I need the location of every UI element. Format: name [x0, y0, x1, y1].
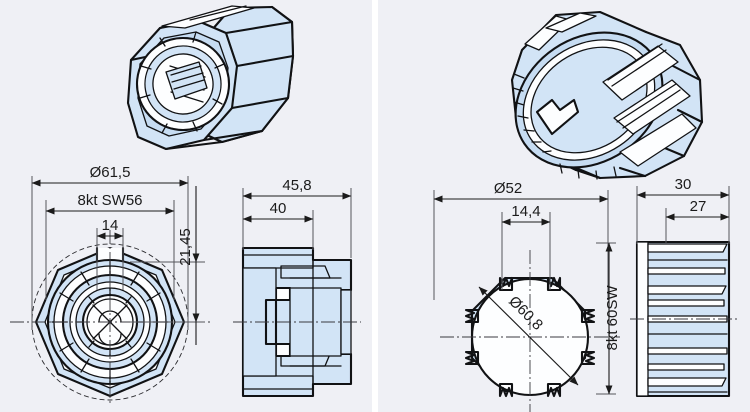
dim-outer-diameter-right: Ø52	[494, 180, 522, 197]
dim-body-length-right: 27	[690, 198, 707, 215]
dim-across-flats-left: 8kt SW56	[77, 192, 142, 209]
right-dimensions: Ø52 14,4 8kt 60SW	[433, 180, 621, 395]
dim-outer-diameter-left: Ø61,5	[90, 164, 131, 181]
section-view-octagonal-adapter: 45,8 40	[233, 177, 361, 398]
front-view-octagonal-ring: Ø60,8	[440, 250, 620, 412]
isometric-octagonal-ring	[510, 10, 704, 180]
dim-key-width-left: 14	[102, 217, 119, 234]
dim-overall-length-left: 45,8	[282, 177, 311, 194]
side-view-octagonal-ring: 30 27	[630, 176, 740, 398]
dim-overall-length-right: 30	[675, 176, 692, 193]
left-dimensions: Ø61,5 8kt SW56 14 21,45	[31, 164, 205, 345]
front-view-octagonal-adapter	[10, 230, 210, 406]
dim-across-flats-right: 8kt 60SW	[604, 285, 621, 351]
dim-notch-width-right: 14,4	[511, 203, 540, 220]
dim-key-height-left: 21,45	[177, 228, 194, 266]
isometric-octagonal-adapter	[126, 5, 295, 151]
dim-body-length-left: 40	[270, 200, 287, 217]
